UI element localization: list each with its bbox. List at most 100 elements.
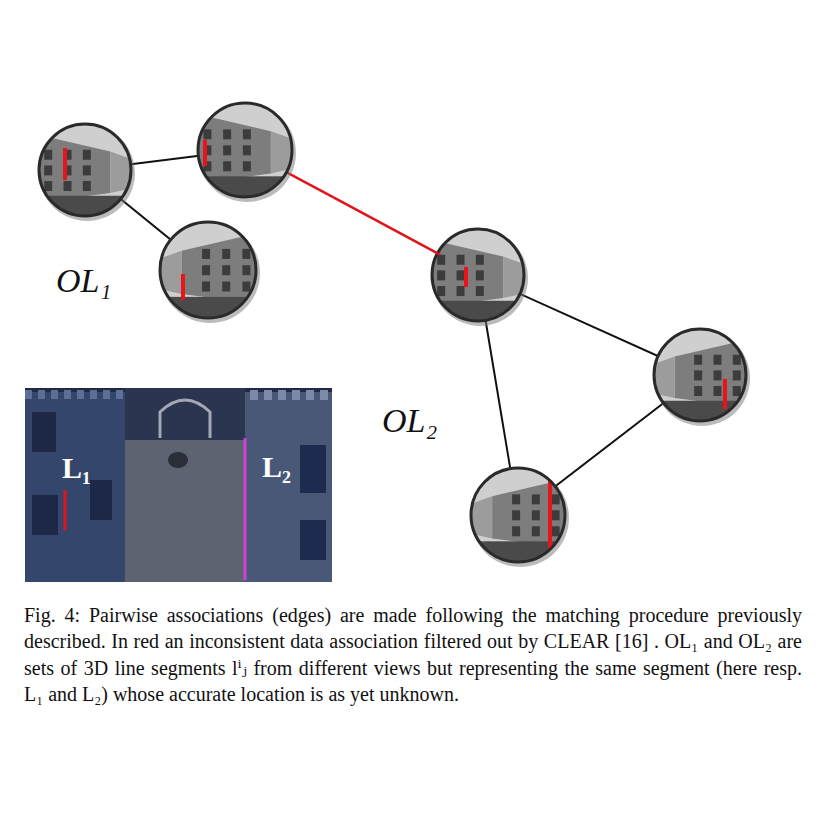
photo-window [203,129,211,139]
photo-window [243,161,251,171]
photo-window [222,282,230,292]
photo-window [733,355,741,365]
inset-building [25,392,125,582]
photo-window [552,510,560,520]
line-segment-mark [464,267,468,287]
photo-window [532,494,540,504]
photo-ground [39,196,131,216]
photo-building [675,340,746,407]
inset-crenellation [250,390,258,400]
photo-window [44,165,52,175]
point-cloud-inset [25,388,332,582]
photo-window [532,526,540,536]
photo-window [512,494,520,504]
segment-line [64,490,67,530]
photo-ground [198,176,292,197]
photo-thumbnail [471,468,565,562]
photo-building [492,479,565,548]
photo-building [182,234,256,304]
inset-crenellation [278,390,286,400]
inset-ground [125,440,245,582]
photo-sky [198,103,292,197]
photo-shadow [39,125,135,221]
photo-window [83,165,91,175]
cluster-outline [22,56,334,346]
photo-window [242,249,250,259]
photo-window [242,265,250,275]
photo-window [202,249,210,259]
photo-window [457,286,465,296]
photo-window [552,494,560,504]
photo-window [476,286,484,296]
photo-window [437,255,445,265]
cluster-ellipse [24,58,333,345]
photo-window [437,286,445,296]
photo-sky [160,222,256,318]
photo-window [223,129,231,139]
inset-crenellation [90,390,97,399]
photo-window [457,270,465,280]
photo-window [222,265,230,275]
photo-shadow [198,104,296,202]
inset-arch [160,400,210,438]
photo-window [532,510,540,520]
photo-thumbnail [654,329,746,421]
photo-window [202,282,210,292]
photo-window [457,255,465,265]
cluster-ellipse [367,212,789,584]
segment-label: L₂ [262,452,291,482]
photo-border [471,468,565,562]
photo-window [552,526,560,536]
inset-window [32,412,56,452]
photo-shadow [160,223,260,323]
inset-crenellation [25,390,32,399]
photo-ground [654,401,746,421]
photo-building [39,135,110,202]
inset-window [300,520,326,560]
photo-thumbnail [39,124,131,216]
photo-building [198,114,271,183]
photo-border [39,124,131,216]
photo-window [694,386,702,396]
photo-sky [654,329,746,421]
line-segment-mark [181,274,185,300]
inset-crenellation [51,390,58,399]
photo-border [198,103,292,197]
photo-window [243,129,251,139]
photo-shadow [654,330,750,426]
photo-window [64,181,72,191]
photo-window [733,386,741,396]
line-segment-mark [203,140,207,166]
photo-sky [471,468,565,562]
inset-crenellation [64,390,71,399]
set-label: OL₂ [382,402,437,439]
cluster-outline [365,210,790,585]
photo-shadow [471,469,569,567]
photo-window [476,270,484,280]
photo-window [713,370,721,380]
line-segment-mark [63,148,67,180]
inset-crenellation [38,390,45,399]
photo-window [694,355,702,365]
photo-window [713,386,721,396]
photo-window [733,370,741,380]
line-segment-mark [723,379,727,409]
photo-window [83,150,91,160]
photo-window [512,526,520,536]
cluster-circle: OL₁ [22,56,334,346]
photo-thumbnail [198,103,292,197]
inset-window [300,445,326,493]
photo-window [44,150,52,160]
photo-building [432,240,503,307]
photo-sky [39,124,131,216]
photo-window [694,370,702,380]
photo-window [83,181,91,191]
photo-window [223,145,231,155]
inset-gate [125,388,245,440]
photo-window [512,510,520,520]
inset-crenellation [77,390,84,399]
inset-figure [168,452,188,468]
figure-caption: Fig. 4: Pairwise associations (edges) ar… [24,602,802,707]
photo-window [242,282,250,292]
inset-window [32,495,58,535]
